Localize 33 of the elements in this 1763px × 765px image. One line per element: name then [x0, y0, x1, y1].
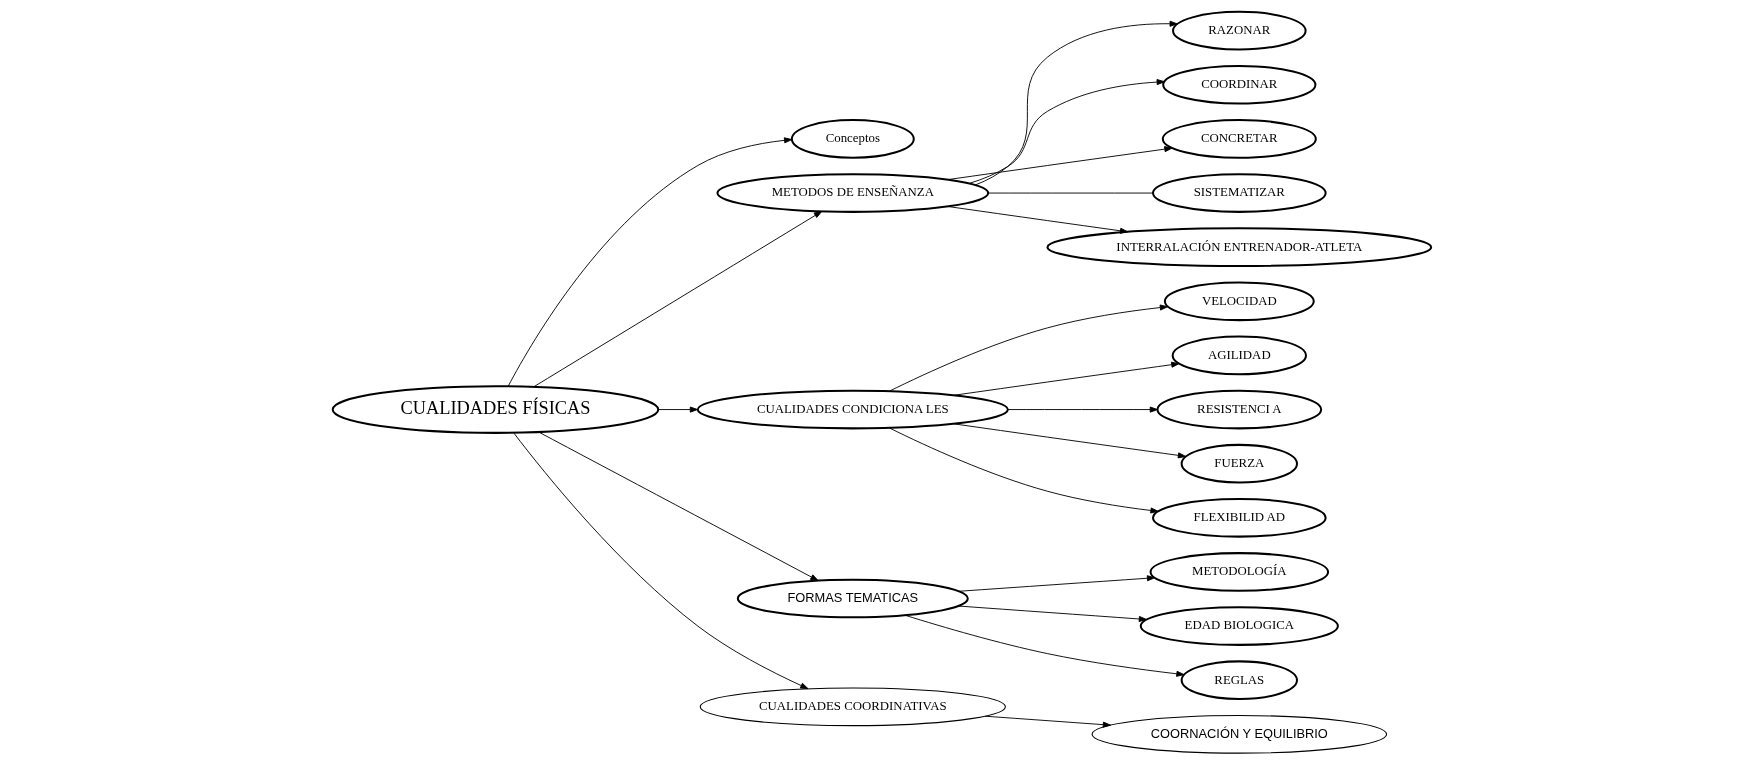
arrow	[984, 715, 1111, 728]
node-ellipse: FORMAS TEMATICAS	[736, 578, 969, 619]
node-ellipse: RESISTENCI A	[1156, 389, 1322, 430]
node-ellipse: REGLAS	[1180, 660, 1298, 700]
arrow	[957, 605, 1147, 622]
node-ellipse: COORNACIÓN Y EQUILIBRIO	[1091, 714, 1387, 754]
node-ellipse: SISTEMATIZAR	[1151, 173, 1327, 213]
node-ellipse: COORDINAR	[1161, 64, 1316, 105]
arrow	[512, 432, 808, 690]
arrow	[532, 211, 822, 388]
arrow	[953, 361, 1179, 396]
arrow	[657, 406, 698, 413]
arrow	[538, 431, 818, 581]
arrow	[974, 20, 1178, 186]
arrow	[953, 423, 1186, 459]
node-ellipse: FUERZA	[1180, 443, 1298, 484]
node-ellipse: VELOCIDAD	[1163, 281, 1315, 322]
arrow	[1007, 406, 1158, 413]
arrow	[947, 206, 1128, 234]
arrow	[888, 304, 1168, 392]
arrow	[507, 137, 792, 387]
arrow	[888, 427, 1159, 514]
arrow	[968, 79, 1165, 184]
node-ellipse: CUALIDADES COORDINATIVAS	[699, 687, 1006, 727]
arrow	[904, 614, 1185, 677]
node-ellipse: CUALIDADES FÍSICAS	[331, 385, 659, 434]
arrow	[957, 575, 1155, 592]
node-ellipse: Conceptos	[790, 119, 915, 159]
node-ellipse: METODOLOGÍA	[1149, 552, 1329, 592]
connector	[987, 192, 1153, 194]
node-ellipse: CUALIDADES CONDICIONA LES	[696, 389, 1009, 430]
arrow	[947, 146, 1172, 181]
node-ellipse: METODOS DE ENSEÑANZA	[715, 173, 989, 213]
